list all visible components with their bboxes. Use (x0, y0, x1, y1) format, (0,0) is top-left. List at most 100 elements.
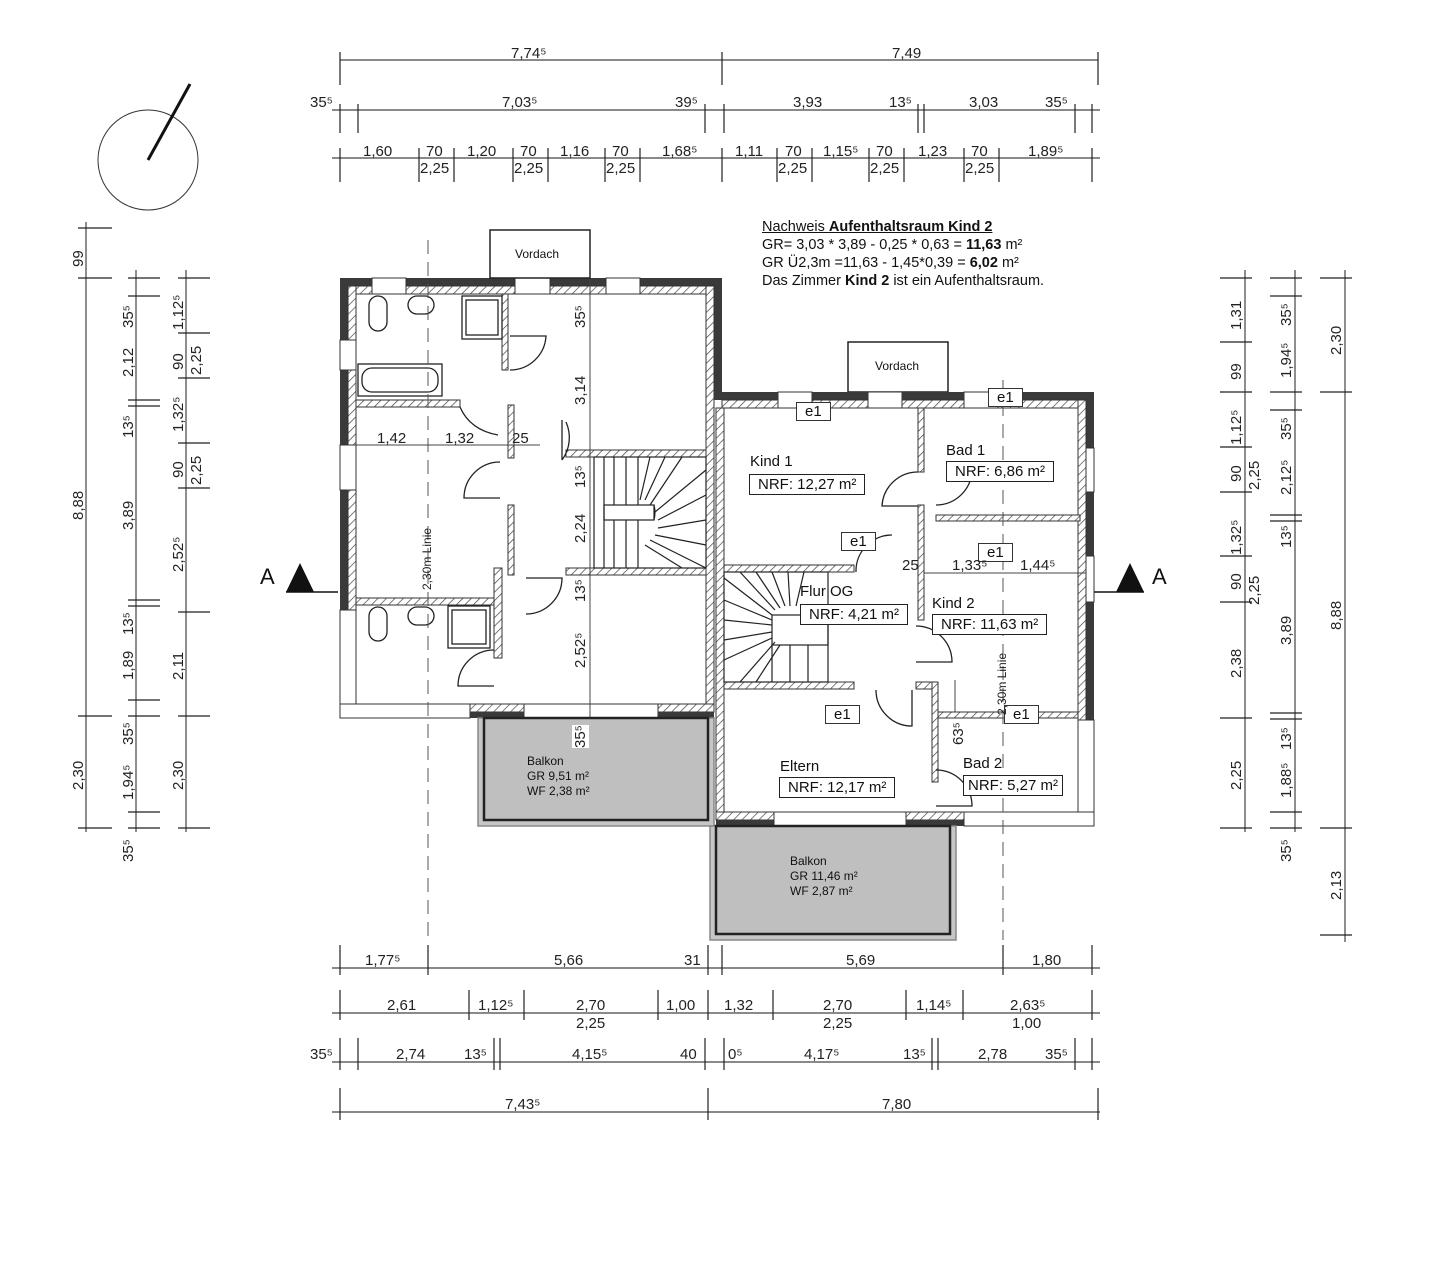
dim-top-sub: 2,25 (870, 160, 900, 177)
dim-left: 35⁵ (120, 722, 137, 745)
dim-interior: 35⁵ (572, 725, 589, 748)
dim-right: 2,25 (1228, 760, 1245, 790)
left-building-walls (339, 240, 722, 940)
dim-left: 90 (170, 461, 187, 478)
dim-top: 1,23 (918, 143, 948, 160)
dim-interior: 63⁵ (950, 722, 967, 745)
height-line-label-left: 2,30m Linie (420, 527, 434, 590)
dim-top-sub: 2,25 (606, 160, 636, 177)
dim-right: 2,13 (1328, 870, 1345, 900)
dim-right: 35⁵ (1278, 417, 1295, 440)
right-dimension-chains (1220, 270, 1352, 942)
section-marker-right (1092, 563, 1144, 593)
dim-bottom: 4,17⁵ (804, 1046, 840, 1063)
dim-bottom: 2,70 (576, 997, 606, 1014)
dim-top: 7,03⁵ (502, 94, 538, 111)
dim-left: 2,30 (70, 760, 87, 790)
room-name-flur: Flur OG (800, 583, 854, 600)
section-label-right: A (1152, 564, 1167, 589)
dim-interior: 1,44⁵ (1020, 557, 1056, 574)
section-label-left: A (260, 564, 275, 589)
dim-left: 1,94⁵ (120, 764, 137, 800)
dim-top: 1,15⁵ (823, 143, 859, 160)
dim-left: 2,52⁵ (170, 536, 187, 572)
dim-right: 35⁵ (1278, 839, 1295, 862)
dim-top: 70 (426, 143, 443, 160)
dim-right: 3,89 (1278, 615, 1295, 645)
dim-left: 35⁵ (120, 839, 137, 862)
dim-interior: 1,33⁵ (952, 557, 988, 574)
dim-left: 2,12 (120, 347, 137, 377)
dim-bottom: 2,74 (396, 1046, 426, 1063)
dim-bottom: 2,63⁵ (1010, 997, 1046, 1014)
room-name-kind2: Kind 2 (932, 595, 975, 612)
canopy-label-left: Vordach (515, 247, 560, 261)
dim-left: 8,88 (70, 490, 87, 520)
dim-left: 90 (170, 353, 187, 370)
dim-left: 99 (70, 250, 87, 267)
balcony-left (477, 716, 715, 827)
dim-bottom: 1,12⁵ (478, 997, 514, 1014)
top-dimension-chains (332, 52, 1100, 182)
room-name-kind1: Kind 1 (750, 453, 793, 470)
dim-bottom: 13⁵ (903, 1046, 926, 1063)
dim-bottom-sub: 1,00 (1012, 1015, 1042, 1032)
left-dimension-chains (78, 222, 210, 832)
dim-bottom: 7,43⁵ (505, 1096, 541, 1113)
dim-bottom: 40 (680, 1046, 697, 1063)
dim-left: 2,11 (170, 651, 187, 680)
dim-interior: 25 (902, 557, 919, 574)
room-area-eltern: NRF: 12,17 m² (779, 777, 896, 798)
dim-bottom: 5,66 (554, 952, 584, 969)
dim-right: 2,25 (1246, 460, 1263, 490)
dim-right: 2,25 (1246, 575, 1263, 605)
dim-right: 2,30 (1328, 325, 1345, 355)
dim-interior: 1,32 (445, 430, 475, 447)
dim-left: 2,25 (188, 345, 205, 375)
dim-bottom: 13⁵ (464, 1046, 487, 1063)
dim-left: 1,89 (120, 650, 137, 680)
dim-left: 1,12⁵ (170, 294, 187, 330)
dim-bottom: 1,32 (724, 997, 754, 1014)
north-arrow-icon (97, 83, 199, 211)
dim-top: 1,20 (467, 143, 497, 160)
dim-bottom: 2,61 (387, 997, 417, 1014)
note-line-gr-u23: GR Ü2,3m =11,63 - 1,45*0,39 = 6,02 m² (762, 255, 1019, 271)
dim-top: 13⁵ (889, 94, 912, 111)
dim-right: 90 (1228, 465, 1245, 482)
height-line-label-right: 2,30m Linie (995, 652, 1009, 715)
room-name-bad1: Bad 1 (946, 442, 986, 459)
dim-top: 39⁵ (675, 94, 698, 111)
dim-top-sub: 2,25 (965, 160, 995, 177)
bottom-dimension-chains (332, 945, 1100, 1120)
canopy-label-right: Vordach (875, 359, 920, 373)
room-name-eltern: Eltern (780, 758, 820, 775)
dim-top: 1,11 (735, 143, 764, 160)
room-area-kind1: NRF: 12,27 m² (749, 474, 866, 495)
dim-top-sub: 2,25 (778, 160, 808, 177)
dim-right: 1,12⁵ (1228, 409, 1245, 445)
canopy-right (847, 341, 949, 393)
dim-left: 13⁵ (120, 415, 137, 438)
outlet-marker-e1: e1 (1004, 705, 1039, 724)
dim-top: 3,93 (793, 94, 823, 111)
dim-top: 70 (612, 143, 629, 160)
dim-interior: 3,14 (572, 375, 589, 405)
dim-bottom: 1,77⁵ (365, 952, 401, 969)
dim-bottom: 7,80 (882, 1096, 912, 1113)
dim-top: 7,74⁵ (511, 45, 547, 62)
dim-left: 13⁵ (120, 612, 137, 635)
dim-top: 35⁵ (310, 94, 333, 111)
dim-top: 1,68⁵ (662, 143, 698, 160)
dim-interior: 13⁵ (572, 465, 589, 488)
outlet-marker-e1: e1 (841, 532, 876, 551)
dim-interior: 2,24 (572, 513, 589, 543)
dim-top: 7,49 (892, 45, 922, 62)
dim-left: 3,89 (120, 500, 137, 530)
section-marker-left (286, 563, 338, 593)
note-heading: Nachweis Aufenthaltsraum Kind 2 (762, 219, 993, 235)
dim-bottom: 1,00 (666, 997, 696, 1014)
dim-top: 35⁵ (1045, 94, 1068, 111)
dim-top: 70 (785, 143, 802, 160)
dim-right: 2,12⁵ (1278, 459, 1295, 495)
